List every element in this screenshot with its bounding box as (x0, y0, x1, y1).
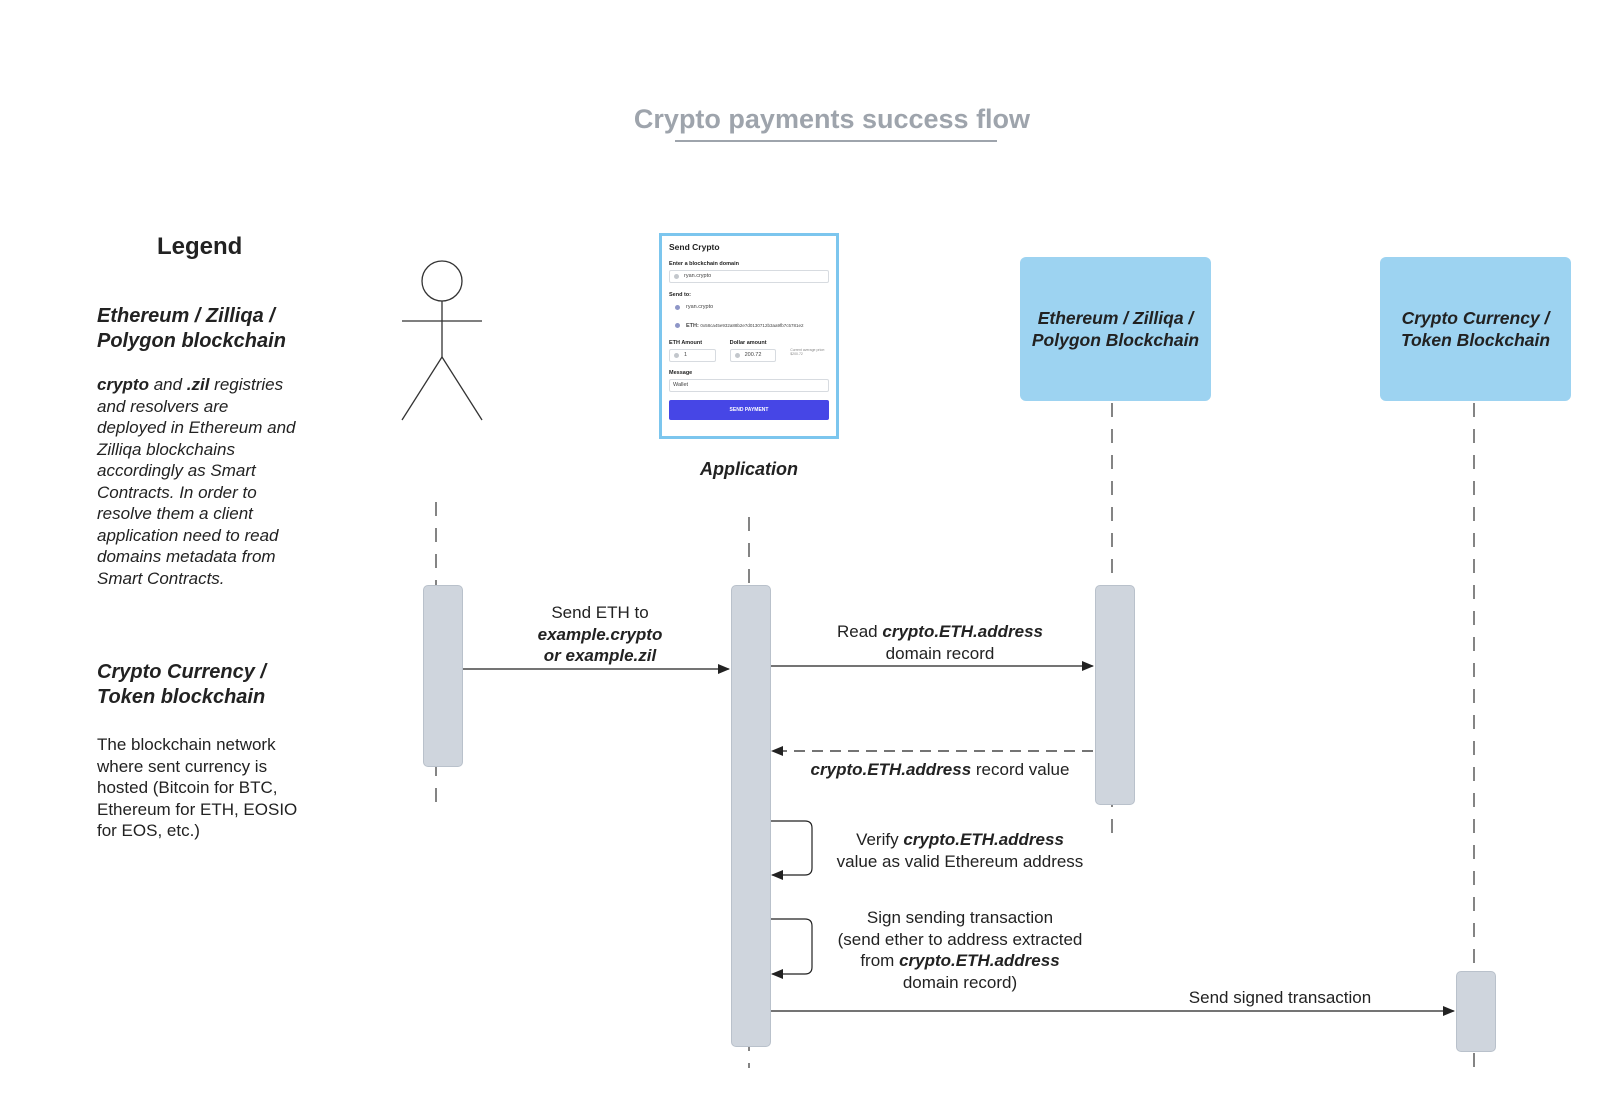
dollar-icon (734, 353, 740, 358)
app-mock-message-label: Message (669, 370, 693, 376)
msg-record-value: crypto.ETH.address record value (790, 759, 1090, 781)
user-icon (675, 305, 680, 310)
msg-sign-line1: Sign sending transaction (866, 908, 1054, 927)
msg-read-record-line1: Read crypto.ETH.address (800, 621, 1080, 643)
msg-verify-pre: Verify (856, 830, 904, 849)
app-mock-price-note: Current average price: $200.72 (790, 348, 826, 356)
app-mock-dollar-amount: Dollar amount 200.72 (729, 340, 777, 362)
app-mock-dollar-label: Dollar amount (729, 340, 767, 346)
app-mock-eth-amount-value: 1 (684, 352, 688, 358)
msg-verify-line2: value as valid Ethereum address (836, 851, 1084, 871)
msg-record-value-field: crypto.ETH.address (810, 760, 972, 779)
app-mock-eth-amount-field: 1 (669, 349, 716, 362)
msg-sign-pre: from (860, 951, 900, 970)
msg-read-pre: Read (837, 622, 883, 641)
arrow-sign-self (771, 918, 813, 979)
eth-icon (675, 323, 680, 328)
legend-crypto-tld: crypto (97, 375, 149, 394)
msg-sign-line3: from crypto.ETH.address (815, 950, 1105, 972)
crypto-activation-bar (1456, 971, 1496, 1052)
msg-send-signed: Send signed transaction (1188, 988, 1372, 1007)
msg-record-value-post: record value (971, 760, 1070, 779)
user-activation-bar (423, 585, 463, 767)
legend-title: Legend (157, 233, 243, 260)
user-actor-icon (401, 260, 483, 421)
app-mock-dollar-field: 200.72 (729, 349, 777, 362)
app-mock-title: Send Crypto (669, 242, 720, 252)
msg-send-eth-line3: or example.zil (543, 646, 657, 665)
msg-sign: Sign sending transaction (send ether to … (815, 907, 1105, 993)
arrow-verify-self (771, 820, 813, 880)
app-mock-send-button: SEND PAYMENT (669, 400, 829, 420)
eth-amount-icon (674, 353, 679, 358)
app-mock-eth-row: ETH: 0x58ca45e932a88b2e7d0130712b3aa9fb7… (669, 319, 829, 332)
msg-read-field: crypto.ETH.address (882, 622, 1043, 641)
app-mock-eth-value: 0x58ca45e932a88b2e7d0130712b3aa9fb7c5781… (700, 323, 804, 328)
app-mock-send-to-row: ryan.crypto (669, 301, 829, 314)
msg-send-eth-line2: example.crypto (537, 624, 663, 644)
legend-and: and (148, 375, 187, 394)
diagram-title: Crypto payments success flow (633, 104, 1031, 134)
msg-verify-field: crypto.ETH.address (903, 830, 1064, 849)
msg-send-eth: Send ETH to example.crypto or example.zi… (515, 602, 685, 667)
app-mock-domain-field: ryan.crypto (669, 270, 829, 283)
legend-eth-description: registries and resolvers are deployed in… (97, 375, 296, 588)
msg-read-record-line2: domain record (885, 643, 995, 663)
msg-send-eth-line1: Send ETH to (551, 603, 649, 622)
app-mock-send-to-label: Send to: (669, 292, 691, 298)
application-label: Application (700, 459, 798, 479)
msg-sign-line4: domain record) (902, 972, 1018, 992)
domain-icon (674, 274, 679, 279)
msg-verify-line1: Verify crypto.ETH.address (815, 829, 1105, 851)
eth-activation-bar (1095, 585, 1135, 805)
app-activation-bar (731, 585, 771, 1047)
legend-eth-text: crypto and .zil registries and resolvers… (97, 374, 302, 589)
crypto-blockchain-lane: Crypto Currency / Token Blockchain (1380, 257, 1571, 401)
title-underline (675, 140, 997, 142)
app-mock-send-to-name: ryan.crypto (686, 304, 714, 310)
msg-verify: Verify crypto.ETH.address value as valid… (815, 829, 1105, 872)
eth-blockchain-lane: Ethereum / Zilliqa / Polygon Blockchain (1020, 257, 1211, 401)
app-mock-domain-label: Enter a blockchain domain (669, 261, 739, 267)
app-mock-domain-value: ryan.crypto (684, 273, 712, 279)
app-mock-message-field: Wallet (669, 379, 829, 392)
app-mock-dollar-value: 200.72 (744, 352, 762, 358)
app-screenshot: Send Crypto Enter a blockchain domain ry… (659, 233, 839, 439)
app-mock-eth-label: ETH: (686, 323, 699, 329)
msg-read-record: Read crypto.ETH.address domain record (800, 621, 1080, 664)
legend-eth-heading: Ethereum / Zilliqa / Polygon blockchain (97, 305, 286, 352)
app-mock-eth-amount-label: ETH Amount (669, 340, 703, 346)
legend-zil-tld: .zil (186, 375, 210, 394)
app-mock-eth-amount: ETH Amount 1 (669, 340, 716, 362)
msg-sign-line2: (send ether to address extracted (837, 929, 1083, 949)
app-mock-amount-row: ETH Amount 1 Dollar amount 200.72 Curren… (669, 340, 829, 362)
legend-crypto-heading: Crypto Currency / Token blockchain (97, 661, 266, 708)
msg-sign-field: crypto.ETH.address (899, 951, 1060, 970)
legend-crypto-text: The blockchain network where sent curren… (97, 735, 298, 840)
